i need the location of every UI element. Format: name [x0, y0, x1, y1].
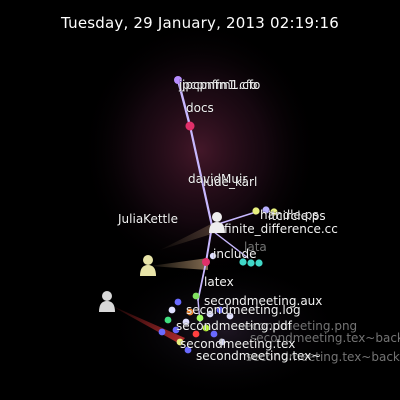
file-node[interactable] [226, 312, 234, 320]
directory-node[interactable] [174, 76, 182, 84]
file-label: jpcpnfm1.cfo [178, 78, 257, 92]
directory-label-latex: latex [204, 275, 234, 289]
file-label: secondmeeting.tex [180, 337, 295, 351]
file-label: secondmeeting.tex~backup [246, 350, 400, 364]
file-node[interactable] [262, 206, 270, 214]
branch-line [176, 78, 192, 128]
directory-node-latex[interactable] [202, 258, 210, 266]
user-avatar-unnamed[interactable] [99, 291, 115, 312]
directory-label-include: include [213, 247, 256, 261]
file-label: secondmeeting.tex~backup [250, 331, 400, 345]
file-label: lata [244, 240, 267, 254]
file-node[interactable] [270, 208, 278, 216]
file-node[interactable] [210, 330, 218, 338]
file-node[interactable] [196, 314, 204, 322]
file-label: handle.ps [260, 208, 319, 222]
file-node[interactable] [252, 207, 260, 215]
file-nodes-bottom [158, 292, 234, 354]
directory-label-docs: docs [186, 101, 214, 115]
file-node[interactable] [168, 306, 176, 314]
file-node[interactable] [192, 330, 200, 338]
activity-glow [80, 20, 320, 280]
branch-line [213, 231, 249, 259]
user-avatar-icon [99, 291, 115, 312]
file-node[interactable] [164, 316, 172, 324]
file-node[interactable] [176, 338, 184, 346]
file-nodes-right [209, 206, 278, 267]
user-avatar-david[interactable] [209, 212, 225, 233]
user-action-beam [150, 258, 208, 270]
file-node[interactable] [209, 252, 217, 260]
file-node[interactable] [202, 324, 210, 332]
activity-glow-bottom [105, 260, 345, 400]
file-node[interactable] [174, 298, 182, 306]
file-node[interactable] [192, 292, 200, 300]
file-node[interactable] [218, 338, 226, 346]
file-label: secondmeeting.png [238, 319, 357, 333]
user-action-beam [160, 222, 218, 250]
user-avatar-julia[interactable] [140, 255, 156, 276]
user-action-beam [110, 305, 185, 344]
file-node[interactable] [184, 346, 192, 354]
file-label: secondmeeting.tex~ [196, 349, 321, 363]
user-avatar-icon [209, 212, 225, 233]
user-avatar-icon [140, 255, 156, 276]
file-node[interactable] [182, 318, 190, 326]
file-label: finite_difference.cc [224, 222, 338, 236]
file-node[interactable] [172, 326, 180, 334]
branch-line [197, 261, 207, 301]
user-name-label: JuliaKettle [117, 212, 178, 226]
file-label: secondmeeting.aux [204, 294, 322, 308]
file-node[interactable] [206, 310, 214, 318]
user-name-label: davidMuir [188, 172, 247, 186]
file-label: secondmeeting.log [186, 303, 301, 317]
file-node[interactable] [216, 306, 224, 314]
branch-line [188, 124, 214, 228]
file-node[interactable] [247, 259, 255, 267]
file-node[interactable] [158, 328, 166, 336]
file-label: jpcpnfm1.cfo [181, 78, 260, 92]
directory-node-docs[interactable] [185, 121, 195, 131]
file-node[interactable] [186, 308, 194, 316]
file-label: itcircle.ps [268, 209, 326, 223]
file-label: secondmeeting.pdf [176, 319, 293, 333]
file-node[interactable] [239, 258, 247, 266]
file-label: lude_karl [203, 175, 257, 189]
file-node[interactable] [255, 259, 263, 267]
